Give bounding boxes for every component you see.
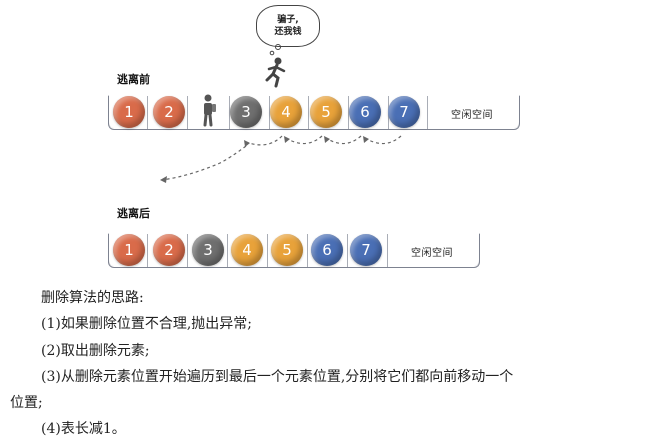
thought-bubble-icon: 骗子, 还我钱	[256, 5, 320, 47]
after-ball-3: 3	[192, 234, 224, 266]
tray-divider	[187, 96, 188, 129]
tray-divider	[187, 234, 188, 267]
dashed-arrow-icon	[160, 135, 402, 183]
before-ball-1: 1	[113, 96, 145, 128]
thought-trail-icon	[269, 44, 281, 56]
running-person-icon	[265, 57, 286, 88]
before-ball-4: 4	[270, 96, 302, 128]
after-ball-7: 7	[350, 234, 382, 266]
tray-divider	[347, 234, 348, 267]
tray-divider	[269, 96, 270, 129]
tray-divider	[267, 234, 268, 267]
before-ball-2: 2	[153, 96, 185, 128]
speech-line-2: 还我钱	[274, 27, 302, 37]
before-ball-3: 3	[230, 96, 262, 128]
before-label: 逃离前	[117, 73, 150, 86]
step-1: (1)如果删除位置不合理,抛出异常;	[41, 316, 252, 332]
step-3: (3)从删除元素位置开始遍历到最后一个元素位置,分别将它们都向前移动一个	[41, 369, 514, 385]
tray-divider	[308, 96, 309, 129]
algorithm-heading: 删除算法的思路:	[41, 290, 144, 306]
after-ball-5: 5	[271, 234, 303, 266]
speech-line-1: 骗子,	[277, 15, 299, 25]
before-ball-6: 6	[349, 96, 381, 128]
tray-divider	[147, 234, 148, 267]
tray-divider	[348, 96, 349, 129]
tray-divider	[427, 96, 428, 129]
after-ball-6: 6	[311, 234, 343, 266]
tray-divider	[227, 234, 228, 267]
after-free-space-label: 空闲空间	[411, 248, 453, 259]
step-2: (2)取出删除元素;	[41, 343, 150, 359]
tray-divider	[147, 96, 148, 129]
step-4: (4)表长减1。	[41, 421, 126, 437]
before-ball-5: 5	[310, 96, 342, 128]
after-ball-1: 1	[113, 234, 145, 266]
tray-divider	[229, 96, 230, 129]
step-3-continued: 位置;	[10, 395, 43, 411]
after-label: 逃离后	[117, 207, 150, 220]
before-free-space-label: 空闲空间	[451, 110, 493, 121]
standing-person-icon	[203, 94, 216, 127]
before-ball-7: 7	[388, 96, 420, 128]
after-ball-4: 4	[231, 234, 263, 266]
tray-divider	[307, 234, 308, 267]
after-array-tray	[108, 233, 480, 268]
tray-divider	[387, 234, 388, 267]
after-ball-2: 2	[153, 234, 185, 266]
